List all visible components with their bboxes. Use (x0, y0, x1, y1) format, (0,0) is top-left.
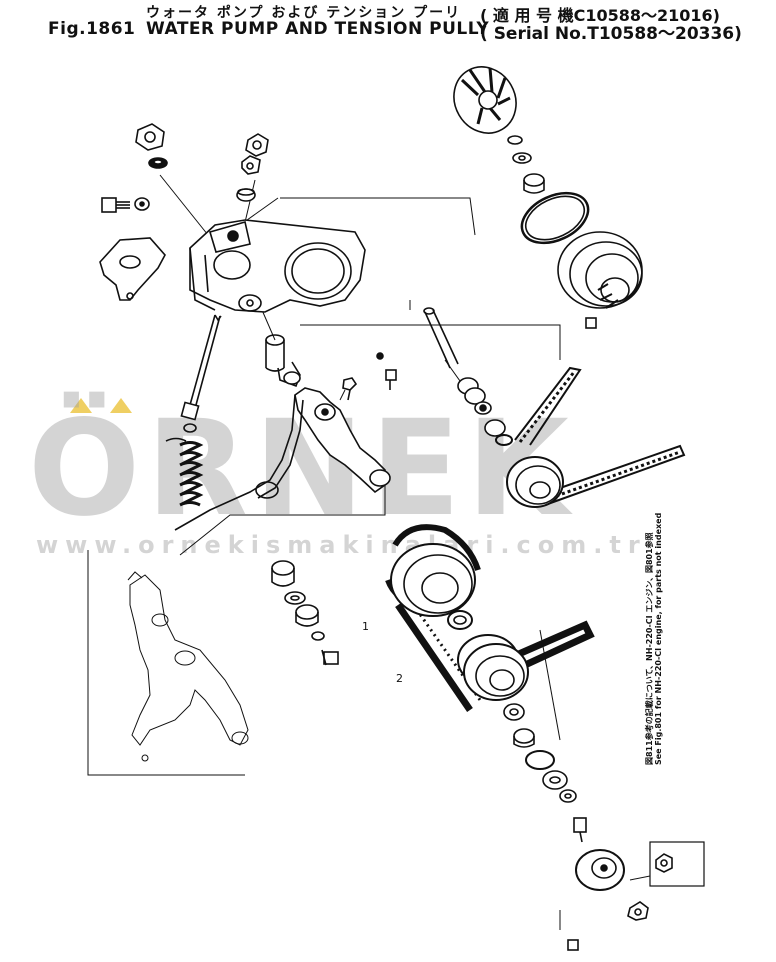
watermark-umlaut-right (110, 398, 132, 413)
pump-housing (557, 231, 643, 329)
bottom-hardware (567, 901, 649, 951)
pump-seal-washers (507, 135, 545, 194)
bracket-left (99, 237, 166, 301)
watermark-brand: ÖRNEK (28, 392, 575, 546)
callout-2: 2 (396, 672, 403, 685)
inset-nut-box (649, 841, 705, 887)
lower-pulley-stack (457, 634, 529, 701)
pump-shaft (423, 307, 459, 369)
side-note: 図811参考の記載について、NH-220-CI エンジン、図801参照 See … (630, 513, 663, 765)
title-english: WATER PUMP AND TENSION PULLY (146, 19, 490, 39)
shaft-bearings (457, 377, 513, 446)
bolt-left (101, 197, 150, 213)
end-flange (575, 849, 625, 891)
lower-bearings (503, 703, 587, 843)
lower-toothed-belt (503, 620, 595, 676)
serial-range-english: ( Serial No.T10588〜20336) (480, 24, 742, 44)
title-japanese: ウォータ ポンプ および テンション プーリ (146, 5, 462, 21)
side-note-english: See Fig.801 for NH-220-CI engine, for pa… (654, 512, 663, 765)
upper-pulley (506, 456, 564, 508)
spacer-bushing (265, 334, 301, 388)
tension-spring (165, 423, 204, 507)
upper-drive-belt (514, 366, 686, 506)
hex-nut-top-middle (236, 133, 269, 202)
figure-number: Fig.1861 (48, 19, 136, 39)
double-groove-pulley (390, 543, 476, 617)
tension-washers (271, 560, 339, 666)
screw-middle (376, 352, 397, 390)
serial-range-japanese: ( 適 用 号 機C10588〜21016) (480, 6, 720, 25)
callout-1: 1 (362, 620, 369, 633)
hex-nut-top-left (135, 123, 168, 169)
spacer-ring (447, 610, 473, 630)
long-bolt (180, 314, 222, 421)
pump-mounting-plate (189, 219, 366, 313)
small-bolt-tension (342, 377, 358, 401)
watermark-umlaut-left (70, 398, 92, 413)
impeller (453, 66, 517, 134)
o-ring (520, 191, 590, 245)
watermark-url: www.ornekismakinalari.com.tr (36, 531, 647, 559)
lower-bracket (127, 571, 249, 762)
tension-arm (174, 387, 391, 531)
